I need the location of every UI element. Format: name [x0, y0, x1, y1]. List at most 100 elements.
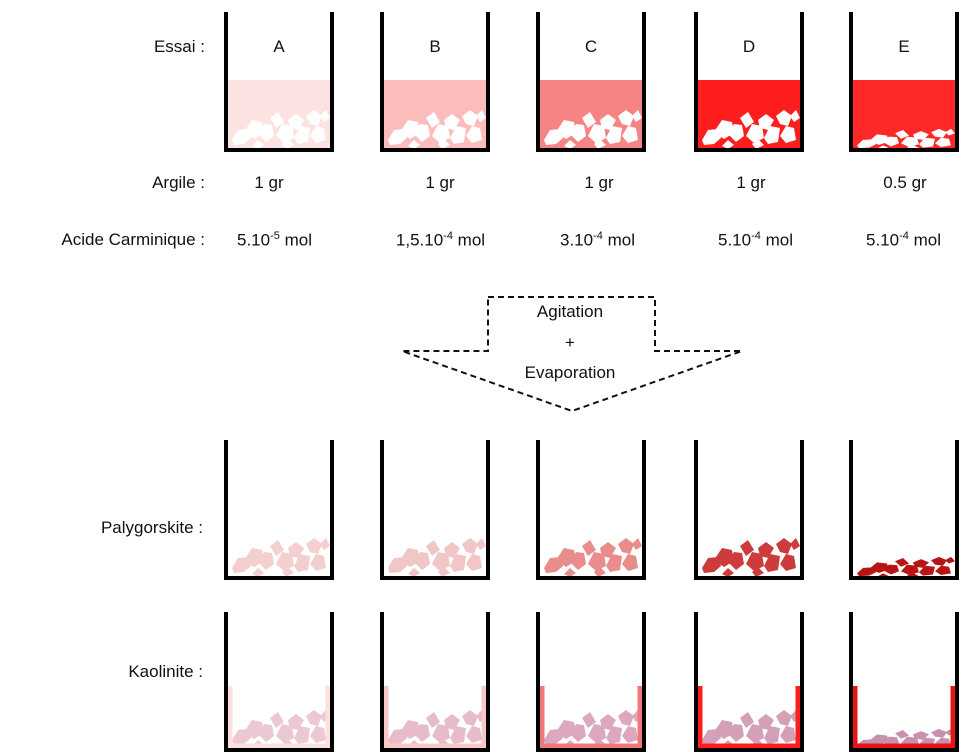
acide-value-d: 5.10-4 mol: [693, 230, 818, 251]
clay-chunk: [728, 124, 744, 142]
clay-chunk: [276, 124, 294, 143]
clay-chunk: [414, 724, 430, 742]
beaker-palygorskite-b: [380, 440, 490, 580]
clay-chunk: [588, 124, 606, 143]
clay-chunk: [258, 124, 274, 142]
clay-chunk: [282, 139, 294, 149]
clay-chunk: [746, 124, 764, 143]
clay-chunk: [618, 538, 634, 554]
wall-stain: [383, 686, 487, 749]
clay-chunk: [310, 726, 326, 743]
clay-chunk: [632, 110, 642, 122]
beaker-walls: [380, 612, 490, 752]
clay-chunk: [752, 567, 764, 577]
clay-chunk: [438, 567, 450, 577]
wall-stain: [227, 686, 331, 749]
beaker-solution-e: [849, 12, 959, 152]
clay-chunk: [414, 124, 430, 142]
clay-chunk: [432, 552, 450, 571]
clay-chunk: [258, 552, 274, 570]
beaker-kaolinite-e-svg: [849, 612, 959, 752]
acide-value-b: 1,5.10-4 mol: [373, 230, 508, 251]
beaker-palygorskite-e-svg: [849, 440, 959, 580]
clay-chunk: [408, 140, 420, 149]
clay-chunk: [622, 554, 638, 571]
beaker-walls: [536, 612, 646, 752]
clay-chunk: [919, 137, 935, 148]
clay-chunk: [606, 126, 622, 144]
clay-chunk: [622, 126, 638, 143]
clay-chunk: [258, 724, 274, 742]
acide-unit-d: mol: [760, 230, 793, 250]
clay-chunk: [790, 538, 800, 550]
beaker-solution-c-svg: [536, 12, 646, 152]
clay-chunk: [740, 540, 754, 556]
trial-letter-d: D: [742, 37, 756, 56]
beaker-walls: [694, 440, 804, 580]
acide-unit-a: mol: [279, 230, 312, 250]
clay-chunk: [282, 567, 294, 577]
trial-letter-a: A: [273, 37, 285, 56]
arrow-text-evaporation: Evaporation: [524, 363, 616, 382]
beaker-walls: [224, 612, 334, 752]
beaker-walls: [694, 12, 804, 152]
clay-chunk: [582, 712, 596, 728]
beaker-walls: [380, 440, 490, 580]
clay-chunk: [450, 554, 466, 572]
clay-chunk: [895, 730, 909, 739]
palygorskite-label: Palygorskite :: [100, 518, 203, 537]
clay-chunk: [414, 552, 430, 570]
beaker-walls: [224, 12, 334, 152]
acide-base-b: 1,5.10: [395, 230, 444, 250]
clay-chunk: [432, 124, 450, 143]
beaker-kaolinite-e: [849, 612, 959, 752]
argile-value-c: 1 gr: [584, 173, 614, 192]
beaker-solution-a-svg: [224, 12, 334, 152]
clay-chunk: [722, 140, 734, 149]
clay-chunk: [270, 712, 284, 728]
beaker-palygorskite-c: [536, 440, 646, 580]
beaker-kaolinite-c: [536, 612, 646, 752]
clay-chunk: [728, 552, 744, 570]
clay-chunk: [476, 538, 486, 550]
clay-pile: [388, 110, 486, 149]
clay-chunk: [294, 726, 310, 744]
beaker-walls: [224, 440, 334, 580]
clay-chunk: [764, 126, 780, 144]
acide-unit-b: mol: [452, 230, 486, 250]
clay-chunk: [276, 724, 294, 743]
clay-chunk: [780, 726, 796, 743]
acide-base-d: 5.10: [718, 230, 752, 250]
acide-exp-b: -4: [443, 230, 453, 242]
process-arrow: [401, 296, 743, 413]
clay-chunk: [310, 554, 326, 571]
beaker-kaolinite-b: [380, 612, 490, 752]
clay-chunk: [901, 136, 919, 148]
clay-chunk: [764, 554, 780, 572]
clay-pile: [857, 128, 955, 151]
beaker-kaolinite-d-svg: [694, 612, 804, 752]
clay-chunk: [618, 710, 634, 726]
clay-chunk: [294, 554, 310, 572]
clay-chunk: [270, 112, 284, 128]
clay-chunk: [752, 139, 764, 149]
beaker-palygorskite-a: [224, 440, 334, 580]
beaker-walls: [536, 12, 646, 152]
clay-chunk: [294, 126, 310, 144]
clay-chunk: [722, 568, 734, 577]
clay-chunk: [931, 128, 947, 138]
clay-chunk: [945, 556, 955, 564]
clay-chunk: [776, 710, 792, 726]
clay-chunk: [564, 568, 576, 577]
beaker-kaolinite-a-svg: [224, 612, 334, 752]
clay-chunk: [466, 554, 482, 571]
beaker-kaolinite-d: [694, 612, 804, 752]
acide-base-e: 5.10: [866, 230, 900, 250]
acide-value-e: 5.10-4 mol: [842, 230, 965, 251]
beaker-walls: [849, 12, 959, 152]
clay-chunk: [883, 136, 899, 147]
argile-label: Argile :: [152, 173, 205, 192]
acide-value-a: 5.10-5 mol: [212, 230, 337, 251]
acide-value-c: 3.10-4 mol: [535, 230, 660, 251]
acide-base-a: 5.10: [237, 230, 271, 250]
